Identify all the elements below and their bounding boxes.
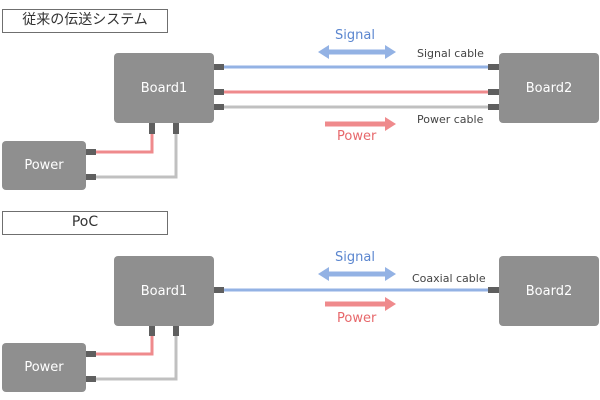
connector [212, 104, 224, 110]
board1: Board1 [114, 53, 214, 123]
power-wire-gray-1 [92, 128, 178, 179]
board2-label: Board2 [525, 283, 573, 299]
connector [212, 287, 224, 293]
section-title-conventional: 従来の伝送システム [2, 9, 168, 33]
power-unit-label: Power [24, 158, 64, 173]
connector [488, 89, 500, 95]
power-label: Power [337, 311, 377, 326]
power-arrow-icon [325, 117, 396, 131]
board1-label: Board1 [140, 80, 188, 96]
power-wire-gray-2 [92, 330, 178, 381]
connector [212, 89, 224, 95]
power-cable-label: Power cable [417, 113, 484, 126]
power-label: Power [337, 129, 377, 144]
signal-cable-label: Signal cable [417, 47, 484, 60]
connector [84, 149, 96, 155]
signal-bidirectional-arrow-icon [318, 267, 396, 281]
board1-label: Board1 [140, 283, 188, 299]
power-wire-red-1 [92, 128, 154, 154]
signal-bidirectional-arrow-icon [318, 45, 396, 59]
power-unit-label: Power [24, 360, 64, 375]
section-title-poc: PoC [2, 211, 168, 235]
board2: Board2 [499, 256, 599, 326]
connector [149, 122, 155, 134]
connector [488, 104, 500, 110]
power-unit: Power [2, 141, 86, 190]
connector [173, 324, 179, 336]
power-arrow-icon [325, 297, 396, 311]
connector [84, 174, 96, 180]
connector [84, 376, 96, 382]
signal-label: Signal [335, 28, 375, 43]
connector [84, 351, 96, 357]
connector [488, 64, 500, 70]
coaxial-cable-label: Coaxial cable [412, 272, 486, 285]
board2: Board2 [499, 53, 599, 123]
connector [149, 324, 155, 336]
board1: Board1 [114, 256, 214, 326]
power-unit: Power [2, 343, 86, 392]
connector [212, 64, 224, 70]
connector [488, 287, 500, 293]
power-wire-red-2 [92, 330, 154, 356]
connector [173, 122, 179, 134]
board2-label: Board2 [525, 80, 573, 96]
signal-label: Signal [335, 250, 375, 265]
